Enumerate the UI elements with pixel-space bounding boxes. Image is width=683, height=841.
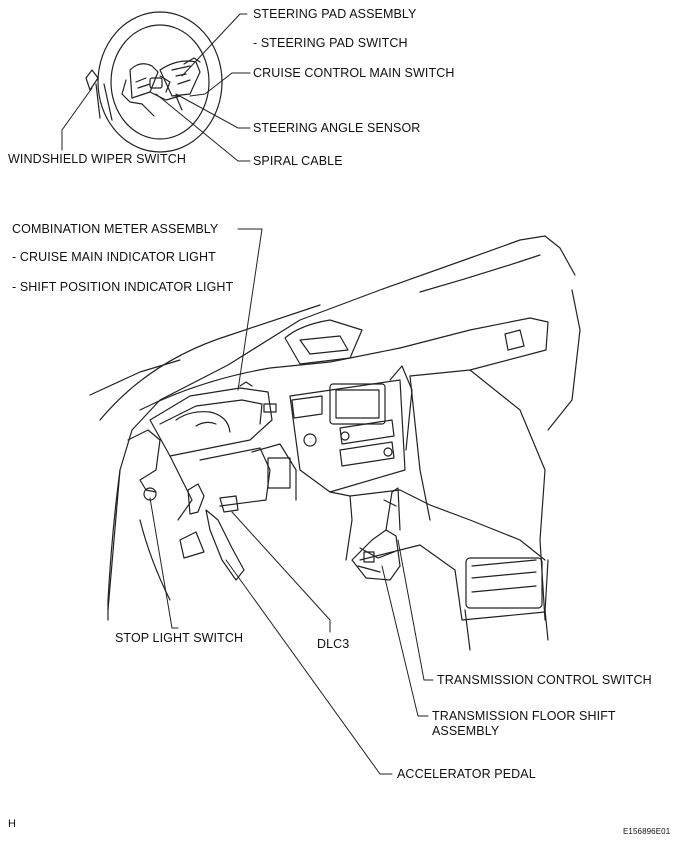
label-spiral-cable: SPIRAL CABLE <box>253 154 343 168</box>
label-windshield-wiper-switch: WINDSHIELD WIPER SWITCH <box>8 152 186 166</box>
label-steering-pad-switch: - STEERING PAD SWITCH <box>253 36 408 50</box>
label-stop-light-switch: STOP LIGHT SWITCH <box>115 631 244 645</box>
label-steering-angle-sensor: STEERING ANGLE SENSOR <box>253 121 421 135</box>
leader-lines <box>61 13 434 775</box>
label-dlc3: DLC3 <box>317 637 350 651</box>
dashboard-detail <box>89 235 581 651</box>
label-steering-pad-assembly: STEERING PAD ASSEMBLY <box>253 7 417 21</box>
label-accelerator-pedal: ACCELERATOR PEDAL <box>397 767 536 781</box>
label-shift-position-indicator-light: - SHIFT POSITION INDICATOR LIGHT <box>12 280 234 294</box>
label-transmission-floor-shift-line2: ASSEMBLY <box>432 724 500 738</box>
figure-code: E156896E01 <box>623 827 671 836</box>
label-cruise-main-indicator-light: - CRUISE MAIN INDICATOR LIGHT <box>12 250 216 264</box>
label-combination-meter-assembly: COMBINATION METER ASSEMBLY <box>12 222 219 236</box>
label-cruise-control-main-switch: CRUISE CONTROL MAIN SWITCH <box>253 66 455 80</box>
label-transmission-control-switch: TRANSMISSION CONTROL SWITCH <box>437 673 652 687</box>
corner-mark: H <box>8 818 17 830</box>
steering-wheel-detail <box>85 11 223 153</box>
label-transmission-floor-shift-line1: TRANSMISSION FLOOR SHIFT <box>432 709 616 723</box>
